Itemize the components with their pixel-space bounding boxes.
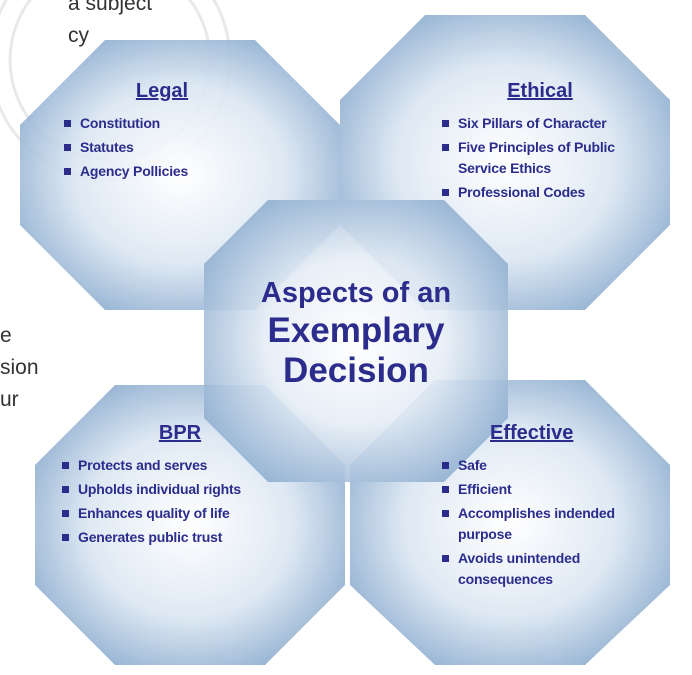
effective-panel: Effective Safe Efficient Accomplishes in… bbox=[440, 422, 640, 593]
list-item: Upholds individual rights bbox=[60, 479, 300, 500]
list-item: Agency Pollicies bbox=[62, 161, 262, 182]
background-text-top-line-1: a subject bbox=[68, 0, 153, 15]
legal-panel: Legal Constitution Statutes Agency Polli… bbox=[62, 80, 262, 185]
background-text-left-line-2: sion bbox=[0, 356, 39, 379]
center-title: Aspects of an Exemplary Decision bbox=[240, 275, 472, 391]
ethical-list: Six Pillars of Character Five Principles… bbox=[440, 113, 640, 203]
effective-title: Effective bbox=[490, 422, 574, 444]
list-item: Professional Codes bbox=[440, 182, 640, 203]
list-item: Safe bbox=[440, 455, 640, 476]
list-item: Accomplishes indended purpose bbox=[440, 503, 640, 545]
center-title-line-2: Exemplary bbox=[267, 311, 445, 350]
effective-list: Safe Efficient Accomplishes indended pur… bbox=[440, 455, 640, 590]
legal-list: Constitution Statutes Agency Pollicies bbox=[62, 113, 262, 182]
list-item: Efficient bbox=[440, 479, 640, 500]
list-item: Protects and serves bbox=[60, 455, 300, 476]
bpr-title: BPR bbox=[158, 422, 202, 444]
background-text-left-line-3: ur bbox=[0, 388, 19, 411]
background-text-top-line-2: cy bbox=[68, 24, 89, 47]
center-title-line-3: Decision bbox=[283, 351, 429, 390]
list-item: Six Pillars of Character bbox=[440, 113, 640, 134]
bpr-list: Protects and serves Upholds individual r… bbox=[60, 455, 300, 548]
list-item: Statutes bbox=[62, 137, 262, 158]
bpr-panel: BPR Protects and serves Upholds individu… bbox=[60, 422, 300, 551]
list-item: Constitution bbox=[62, 113, 262, 134]
background-text-top: a subject cy bbox=[68, 0, 152, 52]
center-title-line-1: Aspects of an bbox=[260, 277, 452, 309]
octagon-center bbox=[204, 200, 508, 482]
background-text-left-line-1: e bbox=[0, 324, 12, 347]
list-item: Generates public trust bbox=[60, 527, 300, 548]
ethical-panel: Ethical Six Pillars of Character Five Pr… bbox=[440, 80, 640, 206]
ethical-title: Ethical bbox=[507, 80, 573, 102]
background-text-left: e sion ur bbox=[0, 320, 39, 416]
legal-title: Legal bbox=[135, 80, 189, 102]
list-item: Enhances quality of life bbox=[60, 503, 300, 524]
list-item: Avoids unintended consequences bbox=[440, 548, 640, 590]
list-item: Five Principles of Public Service Ethics bbox=[440, 137, 640, 179]
